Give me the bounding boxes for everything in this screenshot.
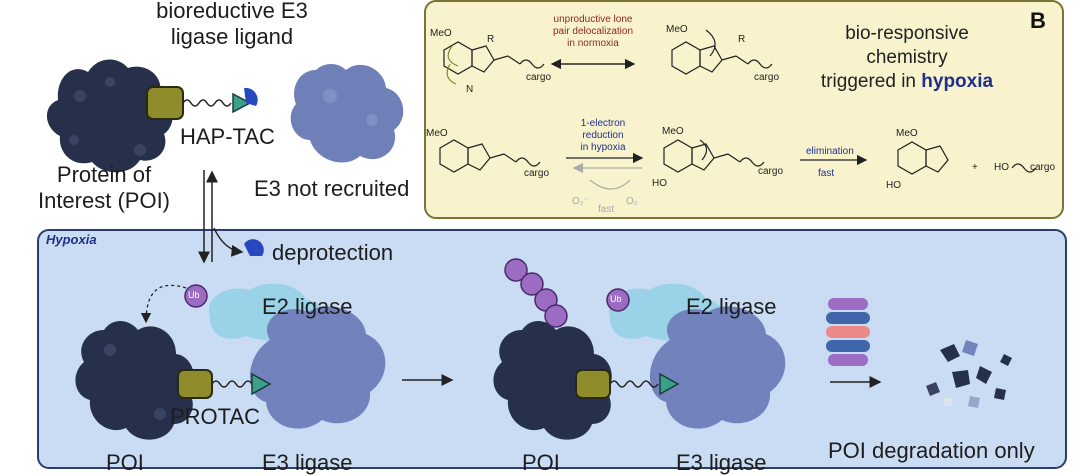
- protac-label: PROTAC: [170, 404, 261, 429]
- ub-label-left: Ub: [188, 290, 200, 300]
- ligand-block-top: [146, 86, 184, 120]
- chem-ho-1: HO: [652, 178, 667, 189]
- chem-cargo-3: cargo: [524, 168, 550, 179]
- polyubiquitin-chain: [504, 258, 568, 328]
- linker-top: [182, 99, 232, 107]
- hypoxia-label: Hypoxia: [46, 232, 97, 247]
- deprotection-label: deprotection: [272, 240, 394, 265]
- chem-ho-2: HO: [886, 180, 901, 191]
- chem-meo-4: MeO: [662, 126, 684, 137]
- protac-warhead-left: [251, 372, 272, 396]
- poi-label: Protein of Interest (POI): [37, 162, 171, 213]
- poi-protein-right: [493, 321, 612, 440]
- degraded-fragments-icon: [926, 340, 1012, 408]
- poi-degradation-label: POI degradation only: [828, 438, 1035, 463]
- superoxide-label: O₂⁻: [572, 196, 589, 207]
- chem-meo-1: MeO: [430, 28, 452, 39]
- chem-meo-3: MeO: [426, 128, 448, 139]
- ligand-title: bioreductive E3 ligase ligand: [156, 0, 308, 49]
- protac-linker-right: [609, 380, 659, 388]
- chem-cargo-2: cargo: [754, 72, 780, 83]
- protac-linker-left: [211, 380, 253, 388]
- e2-ligase-label-right: E2 ligase: [686, 294, 777, 319]
- ub-transfer-arrow: [140, 284, 187, 324]
- poi-protein-top: [46, 59, 173, 173]
- chem-ho-cargo: HO: [994, 162, 1009, 173]
- hap-tac-label: HAP-TAC: [180, 124, 275, 149]
- panel-b-box: [424, 0, 1064, 219]
- elimination-fast-label: fast: [818, 168, 835, 179]
- chem-cargo-1: cargo: [526, 72, 552, 83]
- protac-ligand-left: [177, 369, 213, 399]
- unproductive-note: unproductive lone pair delocalization in…: [552, 14, 634, 49]
- e3-bottom-right-label: E3 ligase: [676, 450, 767, 475]
- chem-meo-2: MeO: [666, 24, 688, 35]
- e3-ligase-right: [649, 306, 786, 429]
- chem-n-1: N: [466, 84, 474, 95]
- chem-structures: [439, 29, 1037, 175]
- diagram-graphics: [46, 29, 1037, 440]
- poi-protein-left: [75, 321, 194, 440]
- poi-bottom-right-label: POI: [522, 450, 560, 475]
- e3-ligase-left: [249, 306, 386, 429]
- ubiquitin-right: [606, 288, 630, 312]
- chem-r-2: R: [738, 34, 746, 45]
- deprotection-arrow: [213, 227, 244, 257]
- hap-tac-warhead: [232, 87, 258, 114]
- protac-warhead-right: [659, 372, 680, 396]
- panel-b-headline: bio-responsive chemistry triggered in hy…: [820, 23, 994, 92]
- deprotection-cap-icon: [244, 239, 264, 256]
- e3-protein-top: [290, 64, 404, 163]
- return-fast-label: fast: [598, 204, 615, 215]
- chem-cargo-4: cargo: [758, 166, 784, 177]
- elimination-label: elimination: [806, 146, 854, 157]
- poi-bottom-left-label: POI: [106, 450, 144, 475]
- ub-label-right: Ub: [610, 294, 622, 304]
- reduction-note: 1-electron reduction in hypoxia: [580, 118, 626, 153]
- proteasome-icon: [826, 298, 870, 366]
- e3-bottom-left-label: E3 ligase: [262, 450, 353, 475]
- chem-meo-5: MeO: [896, 128, 918, 139]
- chem-plus: +: [972, 162, 978, 173]
- oxygen-label: O₂: [626, 196, 638, 207]
- chem-cargo-5: cargo: [1030, 162, 1056, 173]
- e3-not-recruited-label: E3 not recruited: [254, 176, 410, 201]
- panel-b-letter: B: [1030, 8, 1046, 33]
- e2-ligase-label-left: E2 ligase: [262, 294, 353, 319]
- ubiquitin-left: [184, 284, 208, 308]
- protac-ligand-right: [575, 369, 611, 399]
- chem-r-1: R: [487, 34, 495, 45]
- oxygen-loop-arrow: [589, 179, 631, 190]
